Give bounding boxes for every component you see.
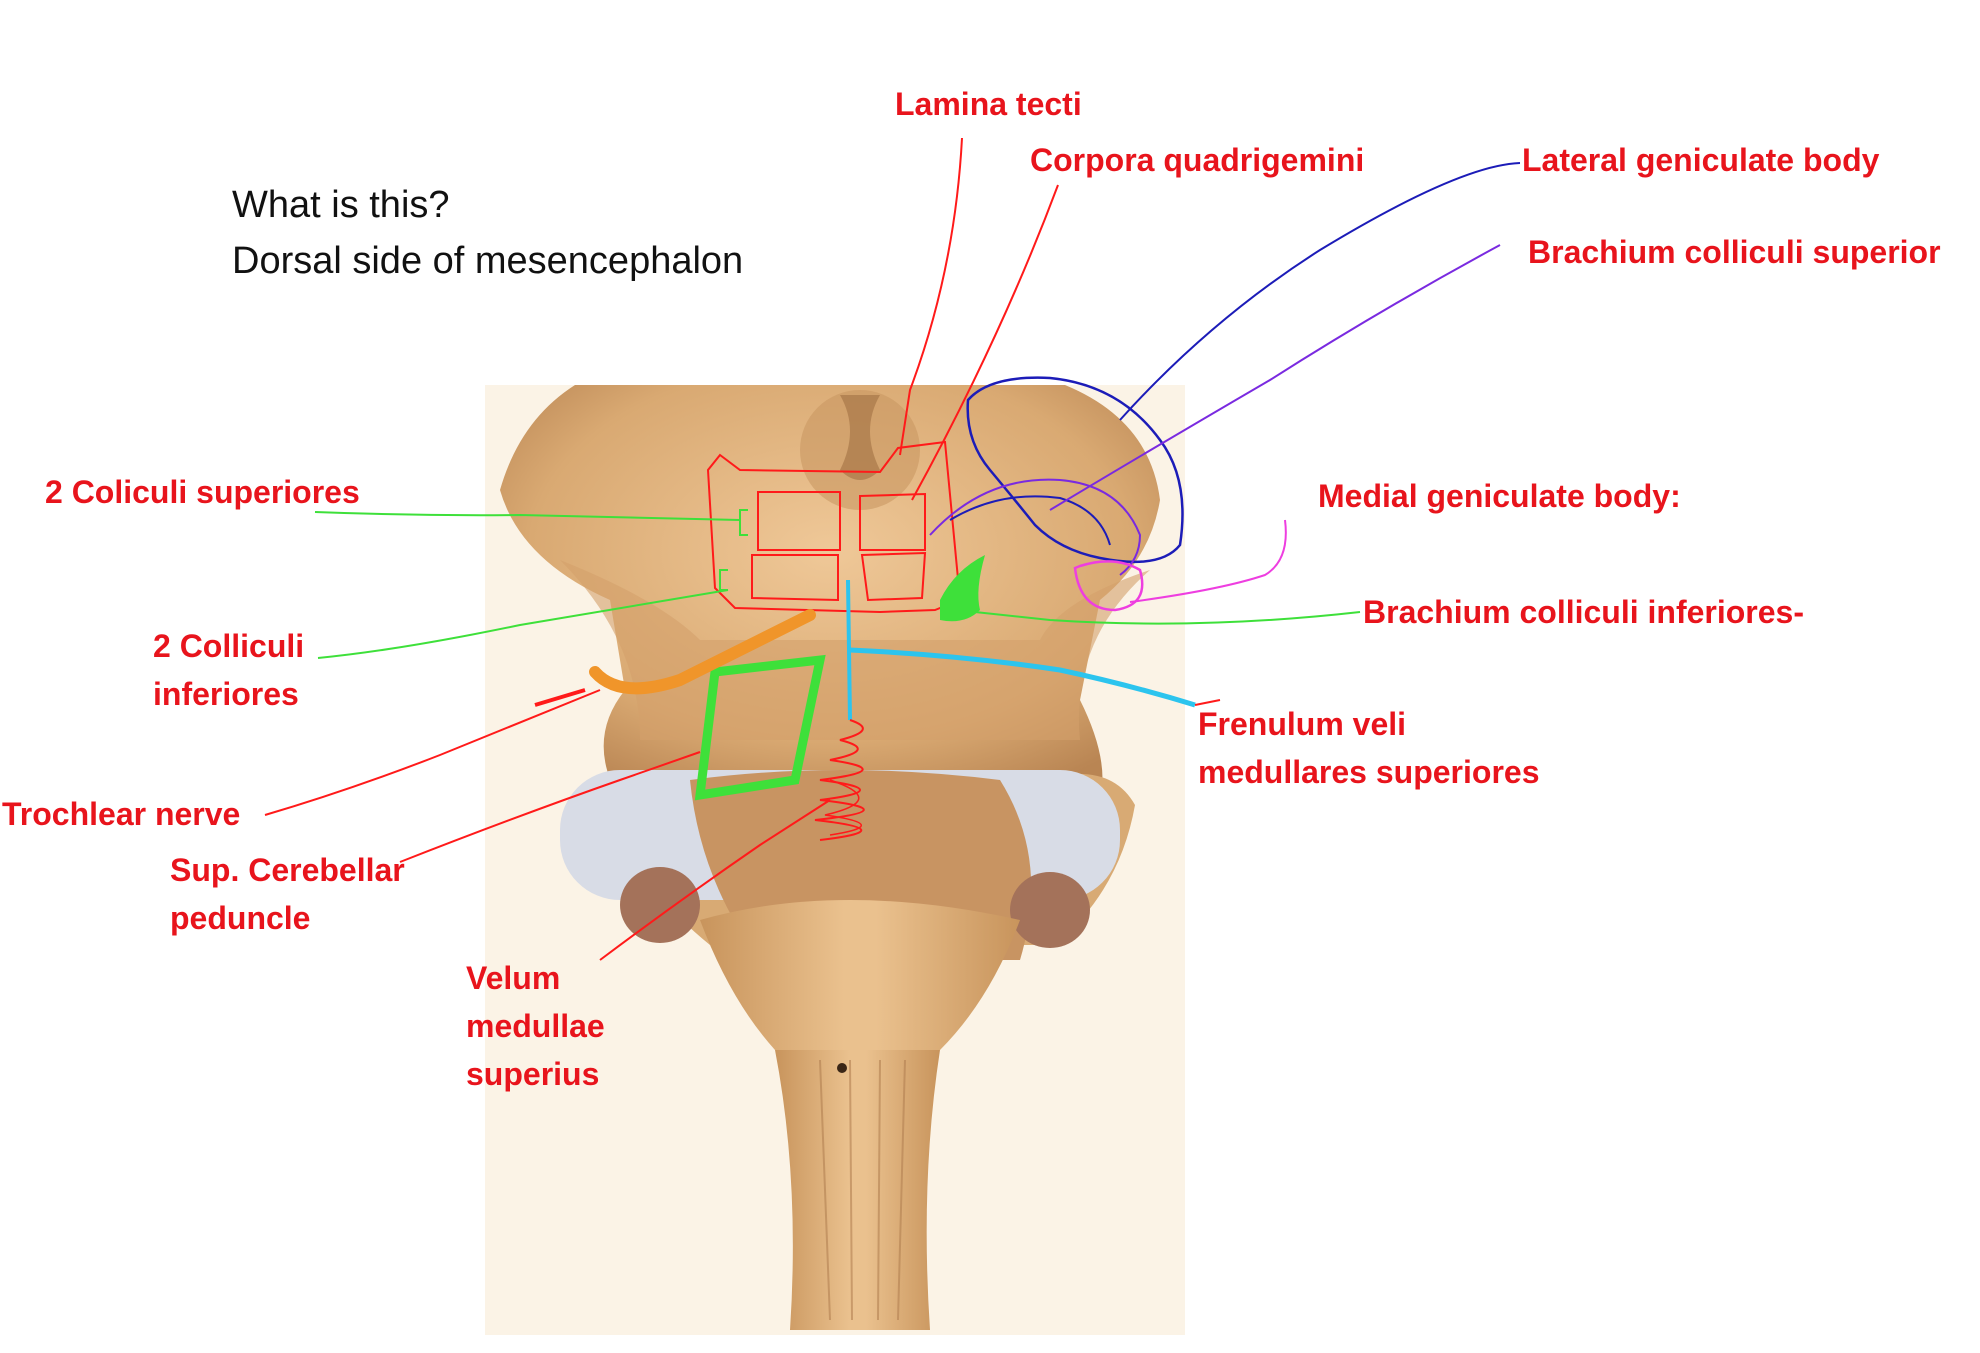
label-sup-cerebellar-line1: Sup. Cerebellar (170, 852, 405, 888)
label-lateral-geniculate-body: Lateral geniculate body (1522, 142, 1880, 178)
label-colliculi-inferiores-line2: inferiores (153, 676, 299, 712)
label-lamina-tecti: Lamina tecti (895, 86, 1082, 122)
label-brachium-colliculi-superior: Brachium colliculi superior (1528, 234, 1941, 270)
label-coliculi-superiores: 2 Coliculi superiores (45, 474, 360, 510)
label-sup-cerebellar-line2: peduncle (170, 900, 311, 936)
leader-lines (264, 137, 1521, 961)
question-line-2: Dorsal side of mesencephalon (232, 240, 744, 282)
label-brachium-colliculi-inferiores: Brachium colliculi inferiores- (1363, 594, 1804, 630)
question-line-1: What is this? (232, 184, 450, 226)
label-frenulum-line1: Frenulum veli (1198, 706, 1407, 742)
label-velum-line2: medullae (466, 1008, 605, 1044)
label-trochlear-nerve: Trochlear nerve (2, 796, 241, 832)
brainstem-tissue (485, 385, 1185, 1335)
label-velum-line1: Velum (466, 960, 561, 996)
label-frenulum-line2: medullares superiores (1198, 754, 1540, 790)
label-velum-line3: superius (466, 1056, 600, 1092)
label-medial-geniculate-body: Medial geniculate body: (1318, 478, 1681, 514)
label-corpora-quadrigemini: Corpora quadrigemini (1030, 142, 1365, 178)
label-colliculi-inferiores-line1: 2 Colliculi (153, 628, 305, 664)
